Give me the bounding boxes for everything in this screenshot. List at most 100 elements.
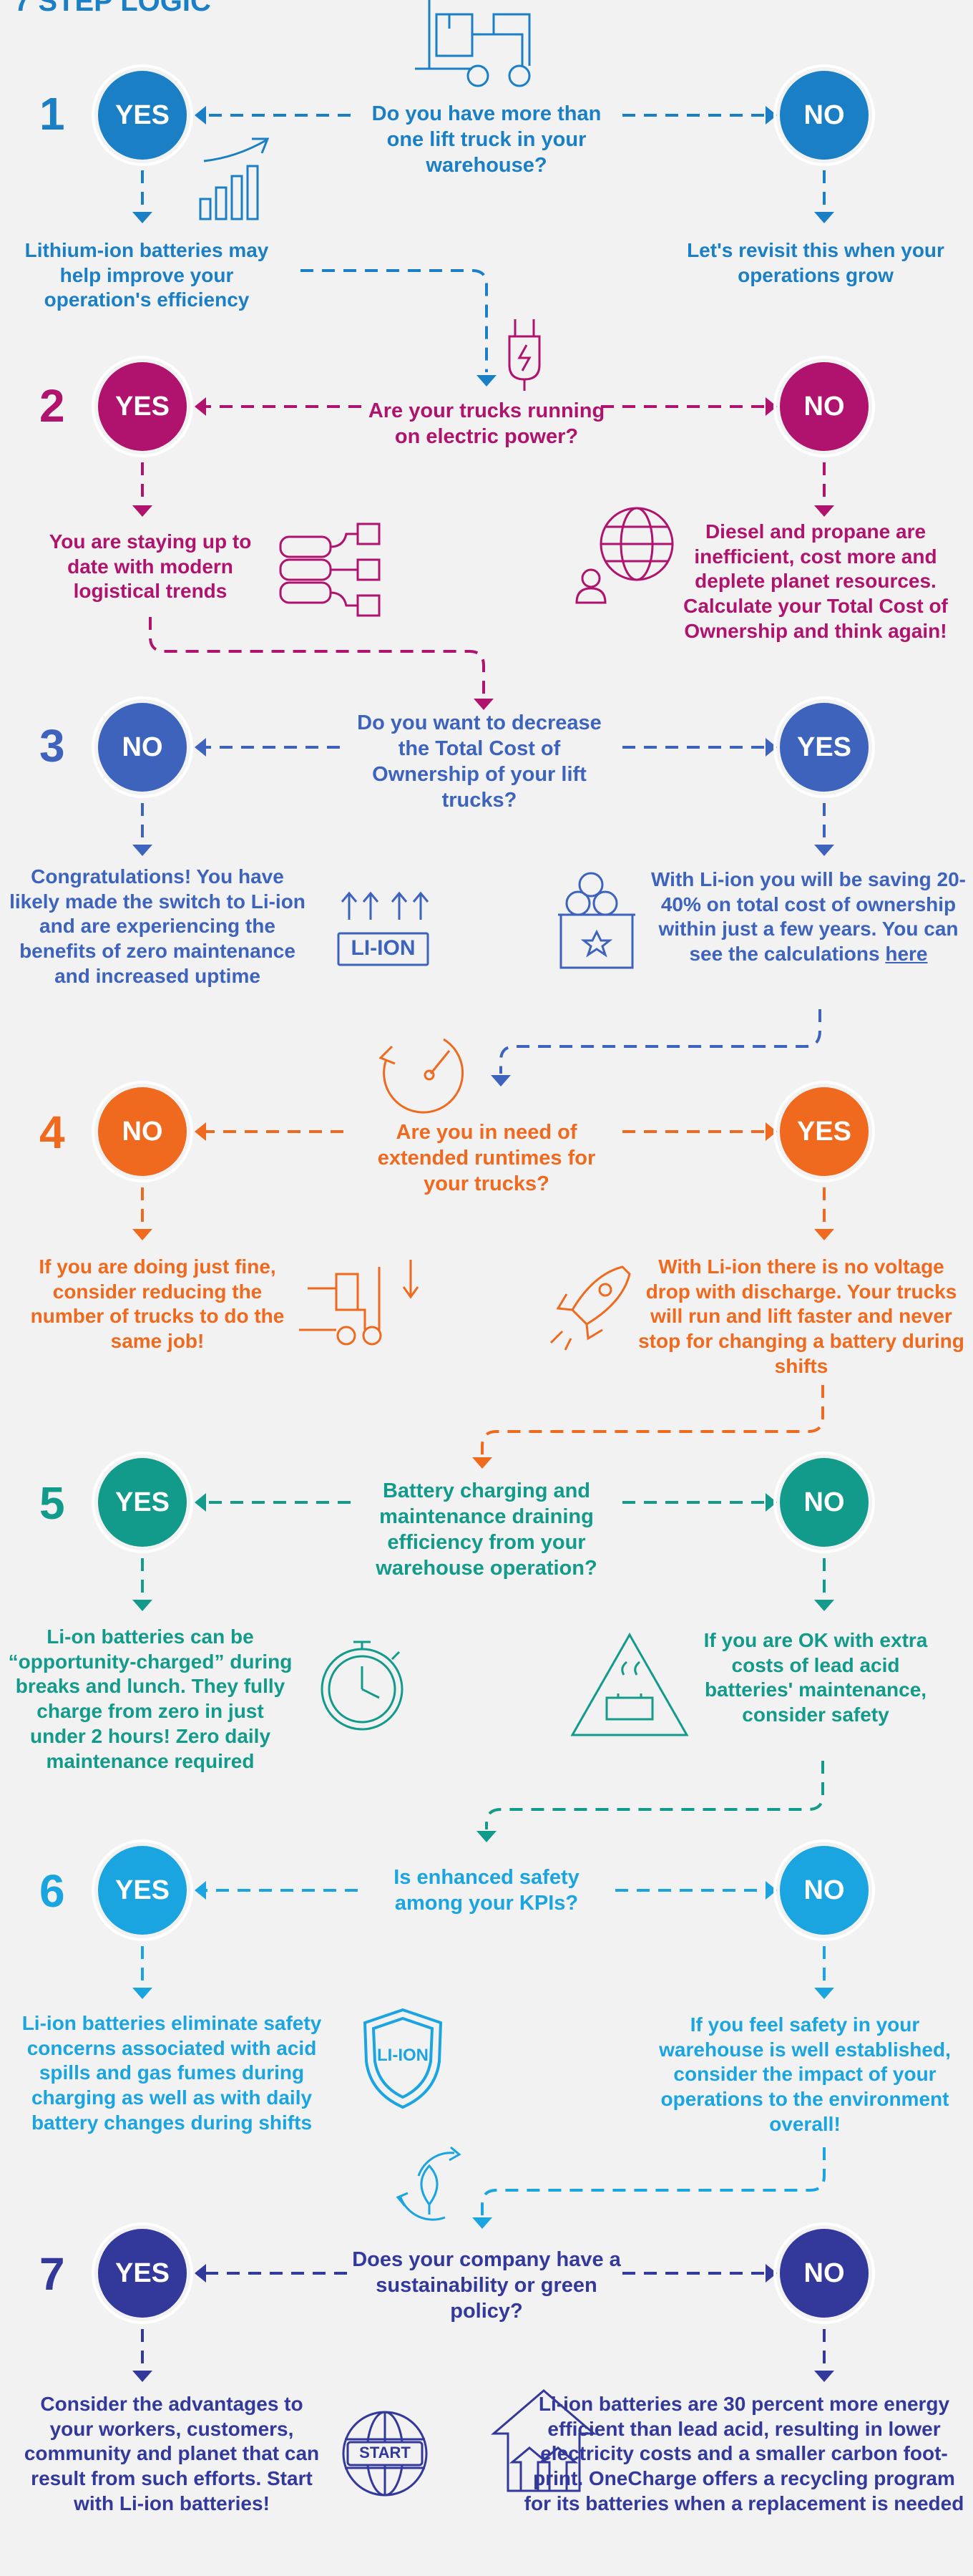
step-4-no-text: If you are doing just fine, consider red…: [30, 1255, 285, 1353]
branch-right-arrow: [766, 738, 777, 757]
page-title: 7 STEP LOGIC: [14, 0, 211, 17]
step-6-question: Is enhanced safety among your KPIs?: [393, 1866, 580, 1915]
step-4-yes-text: With Li-ion there is no voltage drop wit…: [638, 1255, 964, 1377]
down-left-arrow: [132, 1229, 152, 1240]
link-4-5-arrow: [472, 1457, 492, 1469]
step-4-number: 4: [39, 1107, 65, 1158]
rocket-icon: [549, 1265, 631, 1351]
step-7-yes-text: Consider the advantages to your workers,…: [24, 2393, 320, 2514]
step-4-yes-circle[interactable]: YES: [773, 1081, 875, 1182]
down-right-arrow: [814, 1229, 834, 1240]
step-2-question: Are your trucks running on electric powe…: [368, 399, 605, 448]
step-2-yes-text: You are staying up to date with modern l…: [49, 530, 252, 603]
down-right-arrow: [814, 845, 834, 856]
step-7-no-circle[interactable]: NO: [773, 2222, 875, 2324]
li-ion-battery-label: LI-ION: [351, 936, 416, 960]
down-right-arrow: [814, 1600, 834, 1611]
step-3-yes-text-body: With Li-ion you will be saving 20-40% on…: [651, 868, 967, 966]
step-1-yes-circle[interactable]: YES: [92, 64, 193, 166]
step-7-yes-circle[interactable]: YES: [92, 2222, 193, 2324]
branch-right-arrow: [766, 2264, 777, 2283]
down-right-arrow: [814, 2371, 834, 2382]
branch-left-arrow: [195, 397, 206, 416]
step-2-no-circle[interactable]: NO: [773, 356, 875, 457]
branch-right-arrow: [766, 1881, 777, 1900]
step-2-no-text: Diesel and propane are inefficient, cost…: [683, 520, 948, 642]
down-left-arrow: [132, 1988, 152, 1999]
step-6-yes-circle[interactable]: YES: [92, 1839, 193, 1941]
start-label: START: [359, 2444, 411, 2461]
step-5-no-circle[interactable]: NO: [773, 1452, 875, 1553]
step-6-no-text: If you feel safety in your warehouse is …: [659, 2013, 951, 2135]
down-right-arrow: [814, 212, 834, 223]
step-3-no-text: Congratulations! You have likely made th…: [9, 865, 305, 987]
step-1-yes-text: Lithium-ion batteries may help improve y…: [24, 239, 269, 311]
li-ion-battery-icon: LI-ION: [335, 873, 431, 970]
branch-left-arrow: [195, 2264, 206, 2283]
step-3-yes-circle[interactable]: YES: [773, 696, 875, 798]
step-7-question: Does your company have a sustainability …: [352, 2248, 621, 2323]
step-4-no-circle[interactable]: NO: [92, 1081, 193, 1182]
upward-arrows-icon: [490, 2389, 597, 2492]
link-6-7: [481, 2147, 826, 2216]
step-3-number: 3: [39, 720, 65, 772]
link-1-2-arrow: [476, 375, 497, 387]
stopwatch-icon: [321, 1641, 404, 1731]
down-left-arrow: [132, 212, 152, 223]
step-6-no-circle[interactable]: NO: [773, 1839, 875, 1941]
forklift-down-icon: [299, 1260, 419, 1346]
link-3-4: [499, 1009, 821, 1074]
link-1-2: [300, 269, 488, 372]
link-3-4-arrow: [491, 1075, 511, 1087]
step-2-number: 2: [39, 380, 65, 432]
electric-plug-icon: [508, 319, 541, 391]
warning-battery-icon: [570, 1632, 689, 1736]
step-1-no-text: Let's revisit this when your operations …: [687, 239, 944, 286]
step-6-number: 6: [39, 1865, 65, 1917]
down-left-arrow: [132, 505, 152, 517]
step-1-number: 1: [39, 88, 65, 140]
start-globe-icon: START: [336, 2405, 434, 2502]
globe-user-icon: [575, 507, 674, 604]
down-left-arrow: [132, 845, 152, 856]
branch-left-arrow: [195, 738, 206, 757]
step-3-yes-text: With Li-ion you will be saving 20-40% on…: [651, 867, 966, 967]
step-3-question: Do you want to decrease the Total Cost o…: [357, 711, 602, 812]
li-ion-shield-icon: LI-ION: [356, 2004, 449, 2111]
step-5-yes-circle[interactable]: YES: [92, 1452, 193, 1553]
step-7-no-text: Li-ion batteries are 30 percent more ene…: [524, 2393, 964, 2514]
step-3-no-circle[interactable]: NO: [92, 696, 193, 798]
step-6-yes-text: Li-ion batteries eliminate safety concer…: [21, 2012, 322, 2134]
step-2-yes-circle[interactable]: YES: [92, 356, 193, 457]
step-5-no-text: If you are OK with extra costs of lead a…: [703, 1629, 928, 1726]
step-7-number: 7: [39, 2248, 65, 2300]
step-4-question: Are you in need of extended runtimes for…: [377, 1121, 596, 1195]
down-left-arrow: [132, 2371, 152, 2382]
branch-left-arrow: [195, 1881, 206, 1900]
step-5-question: Battery charging and maintenance drainin…: [376, 1479, 597, 1580]
speedometer-icon: [378, 1038, 464, 1114]
link-4-5: [481, 1385, 824, 1456]
link-5-6-arrow: [476, 1831, 497, 1842]
branch-left-arrow: [195, 106, 206, 125]
calculations-link[interactable]: here: [885, 943, 928, 966]
money-box-icon: [558, 872, 635, 969]
link-2-3-arrow: [474, 699, 494, 710]
branch-right-arrow: [766, 397, 777, 416]
step-5-yes-text: Li-on batteries can be “opportunity-char…: [8, 1625, 293, 1772]
growth-bars-icon: [199, 137, 270, 220]
down-right-arrow: [814, 505, 834, 517]
branch-right-arrow: [766, 1122, 777, 1141]
forklift-icon: [415, 0, 531, 87]
recycle-leaf-icon: [396, 2146, 461, 2221]
branch-right-arrow: [766, 106, 777, 125]
link-2-3: [149, 617, 485, 696]
step-1-no-circle[interactable]: NO: [773, 64, 875, 166]
step-5-number: 5: [39, 1477, 65, 1529]
link-5-6: [485, 1761, 824, 1829]
down-left-arrow: [132, 1600, 152, 1611]
step-1-question: Do you have more than one lift truck in …: [371, 102, 602, 177]
branch-left-arrow: [195, 1493, 206, 1512]
link-6-7-arrow: [472, 2217, 492, 2229]
